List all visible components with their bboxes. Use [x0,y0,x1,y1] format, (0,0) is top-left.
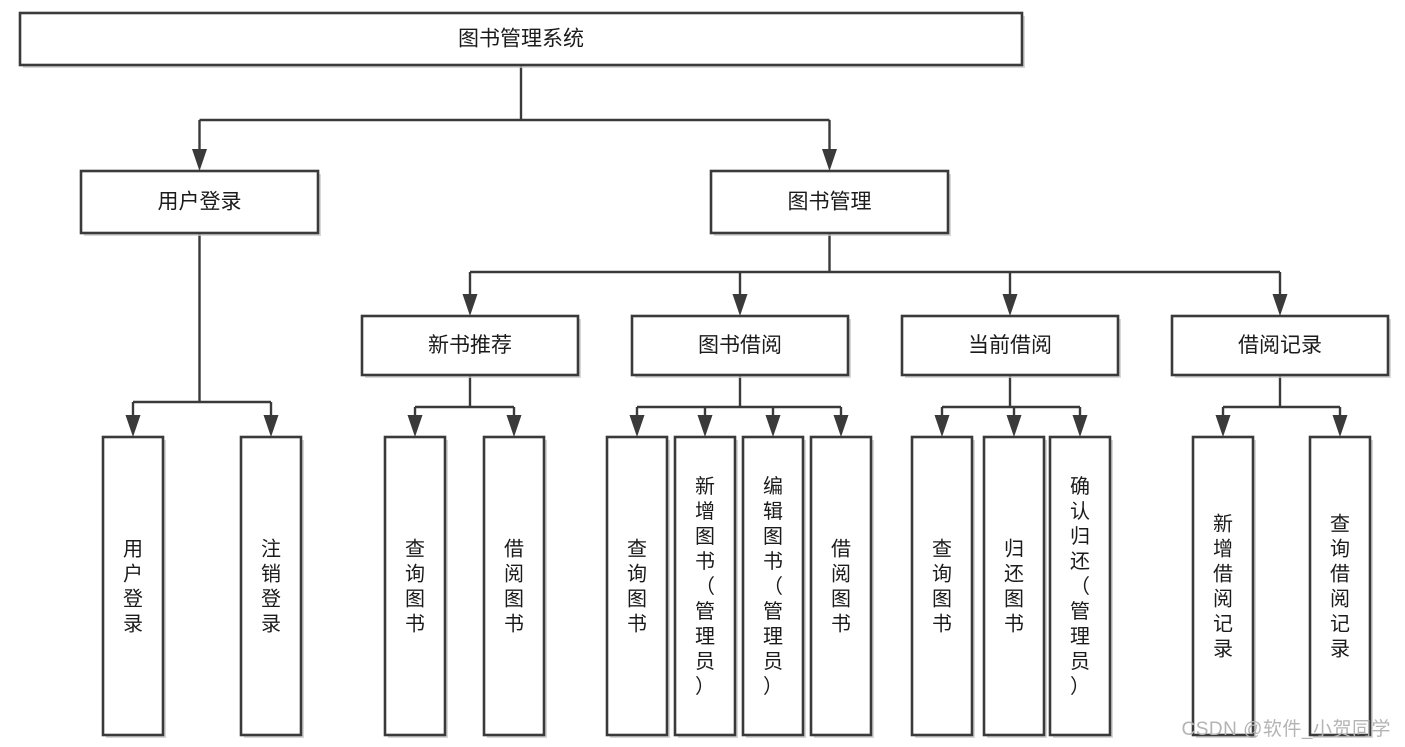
node-label: 用户登录 [158,191,242,214]
node-label: 查询借阅记录 [1330,513,1350,661]
connector-group-book-management [462,233,1288,316]
arrow-head-icon [1072,415,1088,437]
connector-group-current-borrow [934,375,1088,437]
node-leaf-add-borrow-record[interactable]: 新增借阅记录 [1191,435,1256,738]
node-label: 确认归还（管理员） [1070,475,1090,698]
node-box[interactable] [1048,435,1112,737]
connector-layer [125,65,1348,437]
arrow-head-icon [934,415,950,437]
arrow-head-icon [1332,415,1348,437]
node-leaf-query-book-3[interactable]: 查询图书 [910,435,975,738]
arrow-head-icon [629,415,645,437]
node-book-borrow[interactable]: 图书借阅 [630,314,851,378]
node-label: 新书推荐 [428,334,512,357]
node-box[interactable] [79,169,320,235]
arrow-head-icon [1006,415,1022,437]
node-label: 借阅图书 [831,538,851,636]
node-leaf-add-book-admin[interactable]: 新增图书（管理员） [673,435,738,738]
node-layer: 图书管理系统用户登录图书管理新书推荐图书借阅当前借阅借阅记录用户登录注销登录查询… [18,11,1391,738]
node-book-management[interactable]: 图书管理 [709,169,951,236]
node-label: 用户登录 [123,539,143,636]
node-box[interactable] [900,314,1120,377]
arrow-head-icon [1002,294,1018,316]
node-box[interactable] [360,314,580,377]
arrow-head-icon [765,415,781,437]
connector-group-borrow-record [1215,375,1348,437]
node-label: 查询图书 [932,538,952,636]
arrow-head-icon [1215,415,1231,437]
connector-group-user-login [125,233,279,437]
node-leaf-confirm-return-admin[interactable]: 确认归还（管理员） [1048,435,1113,738]
arrow-head-icon [462,294,478,316]
node-label: 图书借阅 [698,334,782,357]
node-box[interactable] [910,435,974,737]
node-new-book-recommend[interactable]: 新书推荐 [360,314,581,378]
node-label: 当前借阅 [968,334,1052,357]
node-label: 编辑图书（管理员） [763,475,783,698]
arrow-head-icon [407,415,423,437]
node-leaf-return-book[interactable]: 归还图书 [982,435,1047,738]
node-label: 归还图书 [1004,538,1024,636]
node-leaf-query-book-1[interactable]: 查询图书 [383,435,448,738]
arrow-head-icon [192,149,207,171]
node-root[interactable]: 图书管理系统 [18,11,1025,68]
node-leaf-edit-book-admin[interactable]: 编辑图书（管理员） [741,435,806,738]
arrow-head-icon [697,415,713,437]
node-leaf-borrow-book-1[interactable]: 借阅图书 [482,435,547,738]
node-current-borrow[interactable]: 当前借阅 [900,314,1121,378]
node-leaf-query-borrow-record[interactable]: 查询借阅记录 [1308,435,1373,738]
node-box[interactable] [1191,435,1255,737]
connector-group-root [192,65,837,171]
arrow-head-icon [833,415,849,437]
node-box[interactable] [1308,435,1372,737]
node-label: 查询图书 [627,538,647,636]
node-user-login[interactable]: 用户登录 [79,169,321,236]
node-label: 借阅图书 [504,538,524,636]
node-box[interactable] [741,435,805,737]
node-box[interactable] [709,169,950,235]
node-leaf-user-login[interactable]: 用户登录 [101,435,166,738]
arrow-head-icon [263,415,279,437]
arrow-head-icon [506,415,522,437]
arrow-head-icon [125,415,141,437]
node-label: 注销登录 [261,538,281,636]
arrow-head-icon [1272,294,1288,316]
connector-group-new-book-recommend [407,375,522,437]
node-leaf-query-book-2[interactable]: 查询图书 [605,435,670,738]
node-box[interactable] [383,435,447,737]
arrow-head-icon [732,294,748,316]
node-label: 图书管理 [788,191,872,214]
node-label: 新增借阅记录 [1213,513,1233,661]
node-box[interactable] [18,11,1024,67]
watermark-label: CSDN @软件_小贺同学 [1181,719,1391,740]
node-box[interactable] [809,435,873,737]
node-box[interactable] [482,435,546,737]
node-box[interactable] [1170,314,1390,377]
node-box[interactable] [630,314,850,377]
node-box[interactable] [239,435,303,737]
node-box[interactable] [982,435,1046,737]
node-box[interactable] [673,435,737,737]
connector-group-book-borrow [629,375,849,437]
node-label: 图书管理系统 [458,28,584,51]
node-box[interactable] [101,435,165,737]
node-label: 查询图书 [405,538,425,636]
node-borrow-record[interactable]: 借阅记录 [1170,314,1391,378]
node-label: 借阅记录 [1238,334,1322,357]
node-box[interactable] [605,435,669,737]
node-leaf-logout-login[interactable]: 注销登录 [239,435,304,738]
node-leaf-borrow-book-2[interactable]: 借阅图书 [809,435,874,738]
arrow-head-icon [822,149,837,171]
node-label: 新增图书（管理员） [695,475,715,698]
